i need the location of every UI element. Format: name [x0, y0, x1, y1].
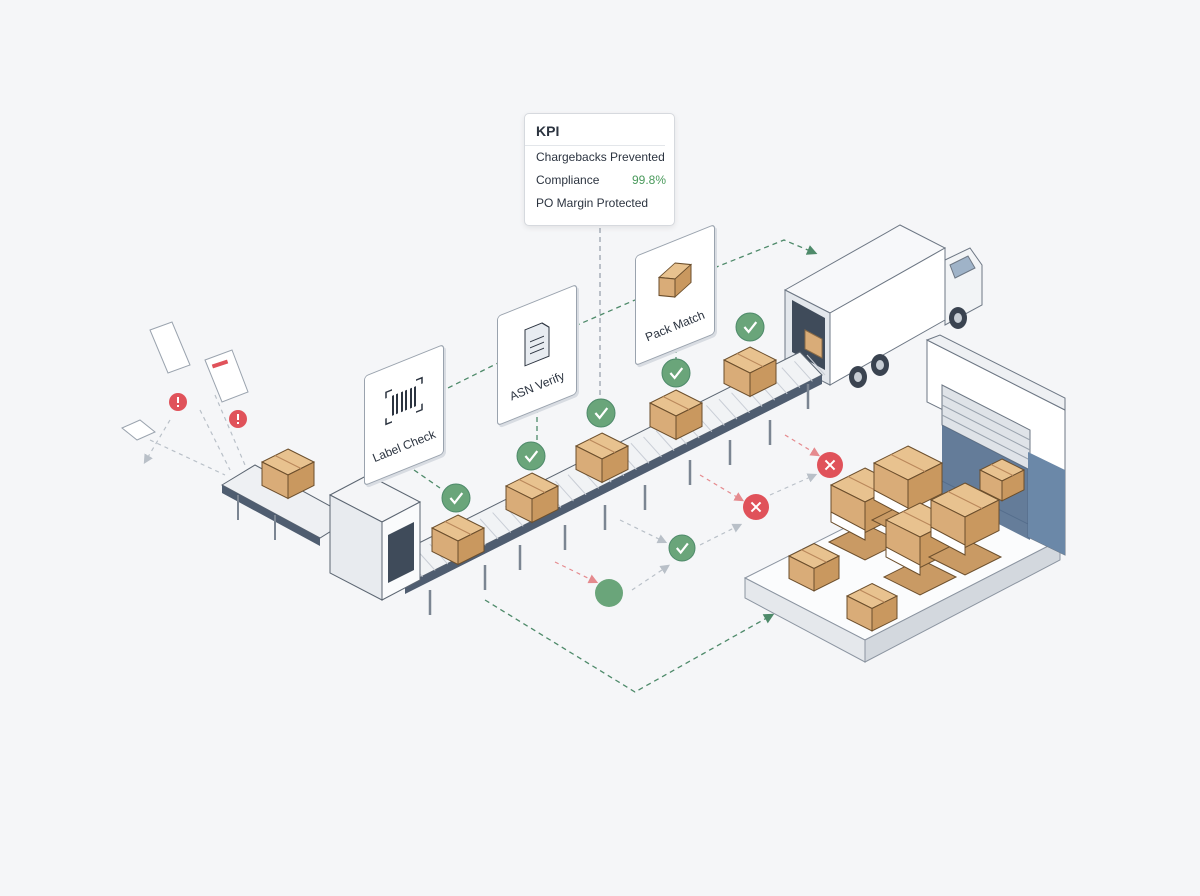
kpi-row-compliance: Compliance 99.8%	[525, 169, 674, 192]
box-tape	[890, 454, 926, 472]
reject-badge	[817, 452, 843, 478]
box-front	[675, 402, 703, 441]
belt-slat	[630, 442, 650, 464]
station-pack-match: Pack Match	[635, 223, 715, 367]
box-tape	[801, 549, 827, 563]
belt-slat	[706, 405, 725, 426]
floor-box	[787, 542, 841, 592]
check-icon	[675, 542, 689, 555]
x-icon	[750, 501, 762, 513]
box-front	[813, 555, 840, 592]
box-front	[287, 461, 315, 500]
check-icon	[669, 367, 684, 380]
flow-path-label-to-asn	[439, 361, 501, 393]
box-front	[531, 485, 559, 524]
conveyor-box	[722, 346, 778, 398]
kpi-card: KPI Chargebacks Prevented Compliance 99.8…	[524, 113, 675, 226]
station-asn-verify: ASN Verify	[497, 283, 577, 427]
box-tape	[274, 455, 302, 469]
pass-badge	[516, 441, 546, 471]
box-front	[749, 359, 777, 398]
box-tape	[518, 479, 546, 493]
conveyor-box	[574, 432, 630, 484]
conveyor-box	[430, 514, 486, 566]
belt-slat	[794, 360, 813, 382]
belt-slat	[781, 367, 801, 388]
conveyor-box	[648, 389, 704, 441]
kpi-title: KPI	[525, 114, 665, 146]
pass-badge	[586, 398, 616, 428]
pallet-label	[885, 546, 921, 576]
pallet-label	[930, 526, 966, 556]
flow-path-pack-to-truck	[713, 239, 818, 269]
box-front	[871, 595, 898, 632]
belt-slat	[643, 436, 662, 458]
pallet-stack	[872, 445, 944, 512]
box-tape	[444, 521, 472, 535]
check-circle	[661, 358, 691, 388]
belt-slat	[731, 392, 750, 414]
belt-slat	[567, 474, 587, 496]
warehouse-box	[978, 458, 1026, 502]
box-tape	[859, 589, 885, 603]
verified-seal	[595, 579, 623, 607]
kpi-label: PO Margin Protected	[536, 196, 649, 210]
sorting-paths	[143, 394, 821, 591]
flow-path-bottom	[484, 599, 775, 693]
reject-badge	[743, 494, 769, 520]
flow-path-label-down	[413, 469, 441, 489]
pallet-label	[830, 511, 866, 541]
check-circle	[516, 441, 546, 471]
box-icon	[657, 262, 693, 299]
check-circle	[441, 483, 471, 513]
belt-slat	[479, 518, 499, 540]
belt-slat	[718, 398, 738, 420]
box-front	[907, 462, 943, 512]
error-badge	[229, 410, 247, 428]
box-tape	[736, 353, 764, 367]
belt-slat	[806, 354, 826, 376]
scanner-tunnel	[328, 474, 422, 601]
floor-box	[845, 582, 899, 632]
document-icon	[524, 322, 550, 367]
belt-slat	[492, 512, 511, 533]
error-documents	[121, 321, 249, 441]
pass-badge	[735, 312, 765, 342]
pass-badge	[661, 358, 691, 388]
box-tape	[588, 439, 616, 453]
belt-slat	[655, 430, 675, 451]
box-tape	[947, 491, 983, 509]
box-front	[1001, 469, 1025, 502]
pallet-stack	[929, 482, 1001, 549]
check-icon	[594, 407, 609, 420]
check-circle	[668, 534, 696, 562]
box-front	[601, 445, 629, 484]
check-icon	[449, 492, 464, 505]
kpi-row-chargebacks: Chargebacks Prevented	[525, 146, 674, 169]
box-tape	[990, 464, 1014, 476]
belt-slat	[555, 480, 574, 502]
box-front	[457, 527, 485, 566]
error-badge	[169, 393, 187, 411]
flow-path-asn-to-pack	[574, 299, 636, 327]
kpi-row-po-margin: PO Margin Protected	[525, 192, 674, 215]
conveyor-box	[260, 448, 316, 500]
conveyor-box	[504, 472, 560, 524]
pass-badge	[668, 534, 696, 562]
check-icon	[524, 450, 539, 463]
station-label-check: Label Check	[364, 343, 444, 487]
pass-badge	[441, 483, 471, 513]
check-circle	[586, 398, 616, 428]
check-icon	[743, 321, 758, 334]
barcode-icon	[385, 376, 423, 426]
compliance-value: 99.8%	[631, 173, 666, 187]
check-circle	[735, 312, 765, 342]
kpi-label: Chargebacks Prevented	[536, 150, 665, 164]
kpi-label: Compliance	[536, 173, 600, 187]
box-tape	[662, 396, 690, 410]
box-front	[964, 499, 1000, 549]
x-icon	[824, 459, 836, 471]
